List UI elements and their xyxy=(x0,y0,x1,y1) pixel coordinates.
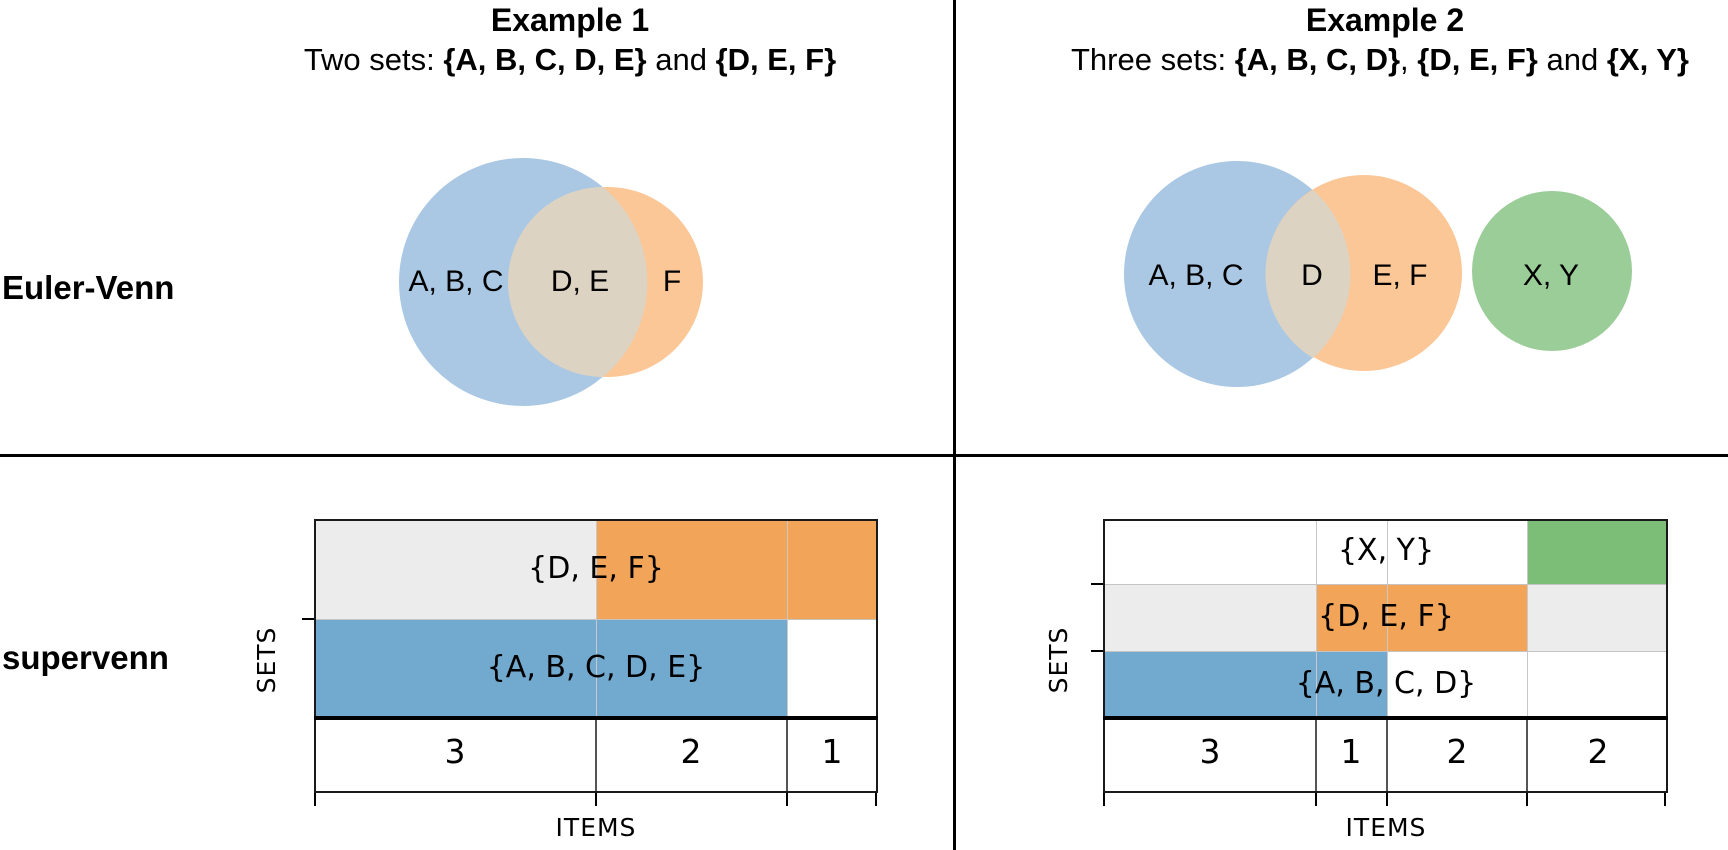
sv2-count-box xyxy=(1103,720,1668,793)
sv1-xtick-3 xyxy=(875,793,877,806)
example1-subtitle-and: and xyxy=(646,42,716,77)
sv1-gridline-col2 xyxy=(787,519,788,717)
sv2-xlabel: ITEMS xyxy=(1345,813,1427,842)
sv1-count-col1: 3 xyxy=(444,732,466,771)
venn2-region-overlap-label: D xyxy=(1301,259,1323,292)
sv2-count-divider-3 xyxy=(1526,720,1528,791)
sv2-xtick-1 xyxy=(1315,793,1317,806)
sv1-cell-def-notmember xyxy=(314,519,596,620)
venn1-region-left-label: A, B, C xyxy=(408,265,504,298)
example2-set2: {D, E, F} xyxy=(1417,42,1538,77)
venn2-region-right-label: E, F xyxy=(1372,259,1428,292)
sv2-gridline-col2 xyxy=(1387,519,1388,717)
vertical-panel-divider xyxy=(953,0,956,850)
sv2-cell-def-notmember-right xyxy=(1527,584,1668,651)
sv1-row-label-abcde: {A, B, C, D, E} xyxy=(486,650,706,685)
sv2-count-divider-1 xyxy=(1315,720,1317,791)
sv1-gridline-col1 xyxy=(596,519,597,717)
sv2-count-divider-2 xyxy=(1386,720,1388,791)
example2-subtitle: Three sets: {A, B, C, D}, {D, E, F} and … xyxy=(1030,40,1728,80)
sv2-x-axis-line xyxy=(1103,716,1668,720)
example1-title: Example 1 xyxy=(490,2,650,38)
sv2-xtick-4 xyxy=(1664,793,1666,806)
sv1-count-col2: 2 xyxy=(680,732,702,771)
sv2-count-col1: 3 xyxy=(1199,732,1221,771)
sv1-cell-def-member xyxy=(596,519,878,620)
venn2-overlap-lens xyxy=(1265,190,1351,358)
sv1-ylabel: SETS xyxy=(252,626,281,694)
sv2-row-label-def: {D, E, F} xyxy=(1318,599,1454,634)
example1-set2: {D, E, F} xyxy=(715,42,837,77)
example2-subtitle-prefix: Three sets: xyxy=(1071,42,1235,77)
example2-set3: {X, Y} xyxy=(1606,42,1689,77)
sv1-count-box xyxy=(314,720,878,793)
row-label-euler-venn: Euler-Venn xyxy=(2,269,175,306)
sv2-plot-border xyxy=(1103,519,1668,717)
sv1-row-label-def: {D, E, F} xyxy=(528,551,664,586)
sv1-xtick-2 xyxy=(786,793,788,806)
venn1-overlap-lens xyxy=(508,187,648,377)
example2-subtitle-comma: , xyxy=(1400,42,1418,77)
sv2-ytick-0 xyxy=(1091,583,1103,585)
sv2-count-col2: 1 xyxy=(1340,732,1362,771)
sv1-xtick-1 xyxy=(595,793,597,806)
sv2-cell-def-notmember-left xyxy=(1103,584,1316,651)
row-label-supervenn: supervenn xyxy=(2,639,169,676)
venn-diagram-example1 xyxy=(399,158,703,406)
sv1-xlabel: ITEMS xyxy=(555,813,637,842)
sv2-ytick-1 xyxy=(1091,650,1103,652)
example2-subtitle-and: and xyxy=(1537,42,1607,77)
sv1-plot-border xyxy=(314,519,878,717)
sv2-gridline-col1 xyxy=(1316,519,1317,717)
sv2-count-col4: 2 xyxy=(1587,732,1609,771)
sv2-gridline-col3 xyxy=(1527,519,1528,717)
sv2-gridline-row1 xyxy=(1103,584,1668,585)
example1-subtitle-prefix: Two sets: xyxy=(303,42,444,77)
sv2-cell-xy-member xyxy=(1527,519,1668,584)
venn2-region-left-label: A, B, C xyxy=(1148,259,1244,292)
sv2-count-col3: 2 xyxy=(1446,732,1468,771)
venn1-region-overlap-label: D, E xyxy=(550,265,610,298)
sv1-count-divider-1 xyxy=(595,720,597,791)
example1-set1: {A, B, C, D, E} xyxy=(443,42,647,77)
sv1-count-col3: 1 xyxy=(821,732,843,771)
venn2-green-circle xyxy=(1472,191,1632,351)
sv2-ylabel: SETS xyxy=(1044,626,1073,694)
horizontal-panel-divider xyxy=(0,454,1728,457)
venn2-region-separate-label: X, Y xyxy=(1522,259,1580,292)
sv1-gridline-row xyxy=(314,619,878,620)
example1-subtitle: Two sets: {A, B, C, D, E} and {D, E, F} xyxy=(220,40,920,80)
sv1-xtick-0 xyxy=(314,793,316,806)
sv2-cell-abcd-member xyxy=(1103,651,1387,717)
sv1-cell-abcde-member xyxy=(314,620,787,717)
sv1-ytick-0 xyxy=(302,618,314,620)
venn1-region-right-label: F xyxy=(662,265,682,298)
sv2-cell-def-member xyxy=(1316,584,1527,651)
sv1-count-divider-2 xyxy=(786,720,788,791)
sv2-xtick-3 xyxy=(1526,793,1528,806)
example2-set1: {A, B, C, D} xyxy=(1234,42,1401,77)
example2-title: Example 2 xyxy=(1305,2,1465,38)
sv2-xtick-2 xyxy=(1386,793,1388,806)
venn-diagram-example2 xyxy=(1124,161,1632,387)
sv2-xtick-0 xyxy=(1103,793,1105,806)
sv2-gridline-row2 xyxy=(1103,651,1668,652)
sv1-x-axis-line xyxy=(314,716,878,720)
sv2-row-label-abcd: {A, B, C, D} xyxy=(1295,666,1477,701)
sv2-row-label-xy: {X, Y} xyxy=(1337,533,1435,568)
